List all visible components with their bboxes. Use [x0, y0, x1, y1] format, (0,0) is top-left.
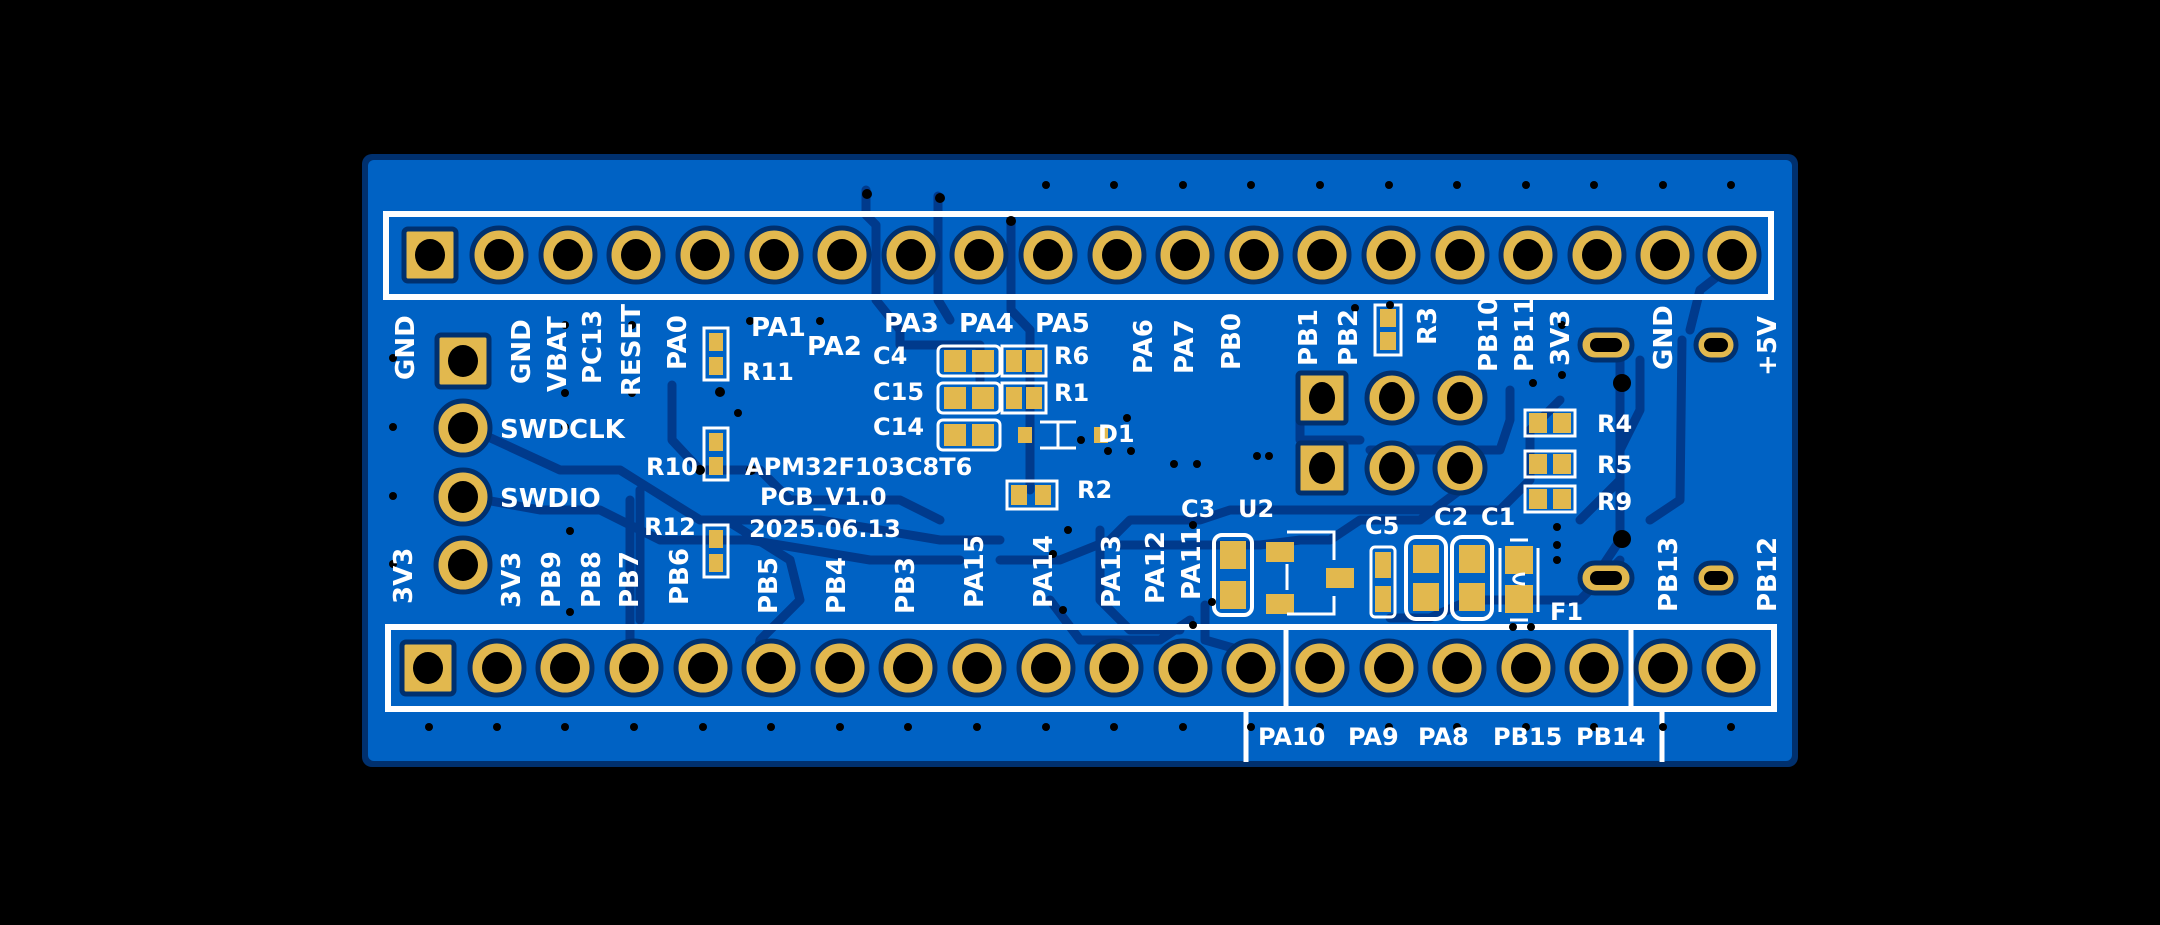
label-c14: C14 — [873, 413, 924, 441]
label-pc13: PC13 — [578, 310, 608, 384]
top-header-pins — [401, 225, 1762, 285]
label-pb15: PB15 — [1493, 723, 1562, 751]
label-pa4: PA4 — [959, 309, 1014, 339]
label-c4: C4 — [873, 342, 907, 370]
label-pb3: PB3 — [891, 557, 921, 614]
silkscreen-rotated-top: GND GND VBAT PC13 RESET PA0 PA6 PA7 PB0 … — [391, 297, 1783, 396]
boot-jumper-block — [1295, 370, 1488, 496]
label-3v3-bottom: 3V3 — [497, 552, 527, 608]
label-pa1: PA1 — [751, 313, 806, 343]
label-r10: R10 — [646, 453, 698, 481]
label-3v3-left: 3V3 — [389, 548, 419, 604]
label-pb10: PB10 — [1474, 297, 1504, 372]
smd-components — [702, 303, 1577, 622]
label-u2: U2 — [1238, 495, 1274, 523]
label-pa3: PA3 — [884, 309, 939, 339]
label-gnd-top: GND — [507, 319, 537, 384]
label-pa15: PA15 — [960, 535, 990, 608]
label-r3: R3 — [1413, 307, 1443, 345]
label-pb1: PB1 — [1294, 309, 1324, 366]
label-pb12: PB12 — [1753, 537, 1783, 612]
label-c15: C15 — [873, 378, 924, 406]
label-pb8: PB8 — [577, 551, 607, 608]
label-pb0: PB0 — [1217, 313, 1247, 370]
swd-header — [433, 332, 493, 595]
label-c3: C3 — [1181, 495, 1215, 523]
label-pa12: PA12 — [1141, 531, 1171, 604]
label-r2: R2 — [1077, 476, 1112, 504]
label-r6: R6 — [1054, 342, 1089, 370]
label-date: 2025.06.13 — [749, 515, 901, 543]
label-pa6: PA6 — [1129, 319, 1159, 374]
label-d1: D1 — [1098, 420, 1135, 448]
label-pb7: PB7 — [615, 551, 645, 608]
label-pa8: PA8 — [1418, 723, 1469, 751]
label-pa7: PA7 — [1170, 319, 1200, 374]
label-pb6: PB6 — [665, 548, 695, 605]
label-pa11: PA11 — [1177, 527, 1207, 600]
r11-pad-2 — [709, 357, 723, 375]
label-pb13: PB13 — [1654, 537, 1684, 612]
bottom-header-pins — [399, 638, 1761, 698]
label-5v: +5V — [1753, 316, 1783, 376]
bottom-header-outline — [385, 624, 1777, 712]
label-pa9: PA9 — [1348, 723, 1399, 751]
label-pb9: PB9 — [537, 551, 567, 608]
label-pa10: PA10 — [1258, 723, 1325, 751]
label-gnd-top-right: GND — [1649, 305, 1679, 370]
label-pa5: PA5 — [1035, 309, 1090, 339]
label-3v3-top: 3V3 — [1546, 310, 1576, 366]
label-pb2: PB2 — [1334, 309, 1364, 366]
label-pb11: PB11 — [1510, 297, 1540, 372]
label-c1: C1 — [1481, 503, 1515, 531]
label-c5: C5 — [1365, 512, 1399, 540]
label-pa13: PA13 — [1097, 535, 1127, 608]
label-r11: R11 — [742, 358, 794, 386]
label-chip-name: APM32F103C8T6 — [745, 453, 972, 481]
label-pb14: PB14 — [1576, 723, 1645, 751]
label-reset: RESET — [617, 304, 647, 396]
r11-pad-1 — [709, 333, 723, 351]
label-pa0: PA0 — [663, 315, 693, 370]
label-r1: R1 — [1054, 379, 1089, 407]
label-gnd-left: GND — [391, 315, 421, 380]
bottom-label-bracket — [1243, 709, 1665, 762]
label-r12: R12 — [644, 513, 696, 541]
label-swdclk: SWDCLK — [500, 415, 626, 445]
label-r9: R9 — [1597, 488, 1632, 516]
vias — [389, 181, 1735, 731]
label-f1: F1 — [1550, 598, 1583, 626]
top-header-outline — [383, 211, 1774, 300]
silkscreen-rotated-bottom: 3V3 3V3 PB9 PB8 PB7 PB6 PB5 PB4 PB3 PA15… — [389, 527, 1783, 614]
label-pa2: PA2 — [807, 332, 862, 362]
label-r5: R5 — [1597, 451, 1632, 479]
label-pa14: PA14 — [1029, 535, 1059, 608]
silkscreen-horizontal: SWDCLK SWDIO PA1 PA2 PA3 PA4 PA5 R11 R10… — [500, 309, 1645, 751]
label-pcb-version: PCB_V1.0 — [760, 483, 887, 511]
label-vbat: VBAT — [543, 316, 573, 392]
label-pb4: PB4 — [822, 557, 852, 614]
label-r4: R4 — [1597, 410, 1632, 438]
label-pb5: PB5 — [754, 557, 784, 614]
label-c2: C2 — [1434, 503, 1468, 531]
label-swdio: SWDIO — [500, 484, 601, 514]
